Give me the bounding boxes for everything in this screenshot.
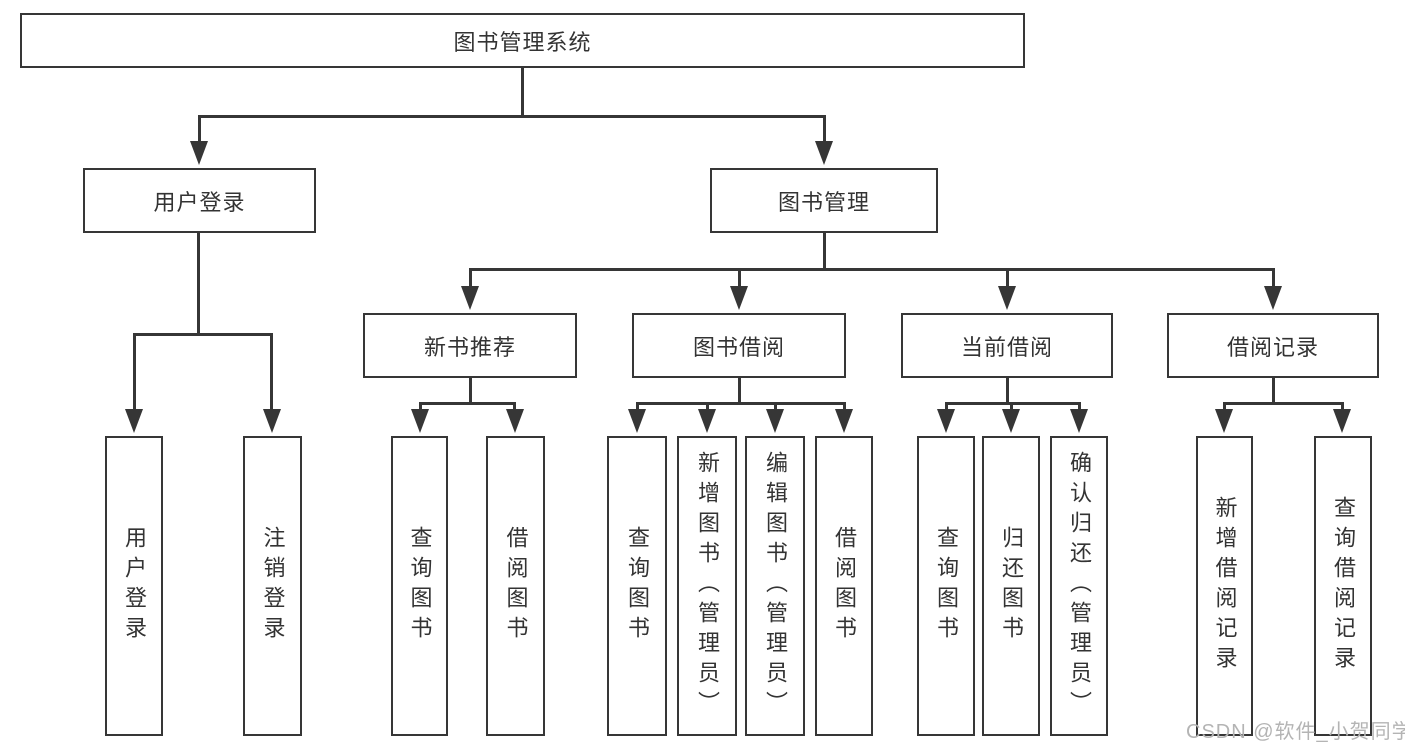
connector-vline (521, 68, 524, 118)
connector-vline (419, 402, 422, 414)
connector-vline (636, 402, 639, 414)
connector-vline (1272, 268, 1275, 288)
arrowhead-icon (835, 409, 853, 433)
leaf-add-book-admin: 新增图书（管理员） (677, 436, 737, 736)
leaf-query-borrow-record: 查询借阅记录 (1314, 436, 1372, 736)
arrowhead-icon (411, 409, 429, 433)
node-root: 图书管理系统 (20, 13, 1025, 68)
leaf-borrow-books-recommend: 借阅图书 (486, 436, 545, 736)
arrowhead-icon (730, 286, 748, 310)
node-borrow-records: 借阅记录 (1167, 313, 1379, 378)
leaf-query-books-current: 查询图书 (917, 436, 975, 736)
connector-vline (1078, 402, 1081, 414)
leaf-confirm-return-admin: 确认归还（管理员） (1050, 436, 1108, 736)
connector-vline (270, 333, 273, 413)
arrowhead-icon (263, 409, 281, 433)
connector-vline (1223, 402, 1226, 414)
node-book-management: 图书管理 (710, 168, 938, 233)
leaf-user-login: 用户登录 (105, 436, 163, 736)
node-new-book-recommend: 新书推荐 (363, 313, 577, 378)
arrowhead-icon (461, 286, 479, 310)
connector-vline (738, 378, 741, 405)
leaf-query-books-borrow: 查询图书 (607, 436, 667, 736)
connector-vline (513, 402, 516, 414)
arrowhead-icon (1333, 409, 1351, 433)
leaf-logout: 注销登录 (243, 436, 302, 736)
connector-vline (469, 268, 472, 288)
arrowhead-icon (1215, 409, 1233, 433)
arrowhead-icon (1264, 286, 1282, 310)
arrowhead-icon (815, 141, 833, 165)
connector-vline (706, 402, 709, 414)
connector-hline (198, 115, 826, 118)
connector-hline (1224, 402, 1343, 405)
connector-vline (469, 378, 472, 405)
arrowhead-icon (1070, 409, 1088, 433)
connector-vline (198, 115, 201, 145)
arrowhead-icon (1002, 409, 1020, 433)
connector-hline (133, 333, 273, 336)
arrowhead-icon (628, 409, 646, 433)
connector-vline (843, 402, 846, 414)
connector-vline (1010, 402, 1013, 414)
node-book-borrow: 图书借阅 (632, 313, 846, 378)
connector-vline (738, 268, 741, 288)
node-current-borrow: 当前借阅 (901, 313, 1113, 378)
leaf-edit-book-admin: 编辑图书（管理员） (745, 436, 805, 736)
arrowhead-icon (937, 409, 955, 433)
arrowhead-icon (698, 409, 716, 433)
connector-vline (823, 233, 826, 271)
connector-hline (637, 402, 845, 405)
connector-vline (133, 333, 136, 413)
connector-vline (1341, 402, 1344, 414)
connector-vline (1272, 378, 1275, 405)
connector-vline (774, 402, 777, 414)
leaf-return-book: 归还图书 (982, 436, 1040, 736)
arrowhead-icon (125, 409, 143, 433)
arrowhead-icon (766, 409, 784, 433)
connector-vline (1006, 268, 1009, 288)
connector-vline (945, 402, 948, 414)
connector-hline (946, 402, 1080, 405)
connector-hline (419, 402, 516, 405)
leaf-query-books-recommend: 查询图书 (391, 436, 448, 736)
node-user-login: 用户登录 (83, 168, 316, 233)
arrowhead-icon (506, 409, 524, 433)
connector-hline (470, 268, 1274, 271)
connector-vline (197, 233, 200, 336)
leaf-add-borrow-record: 新增借阅记录 (1196, 436, 1253, 736)
arrowhead-icon (190, 141, 208, 165)
csdn-watermark: CSDN @软件_小贺同学 (1186, 721, 1405, 743)
arrowhead-icon (998, 286, 1016, 310)
connector-vline (823, 115, 826, 145)
leaf-borrow-books: 借阅图书 (815, 436, 873, 736)
connector-vline (1006, 378, 1009, 405)
